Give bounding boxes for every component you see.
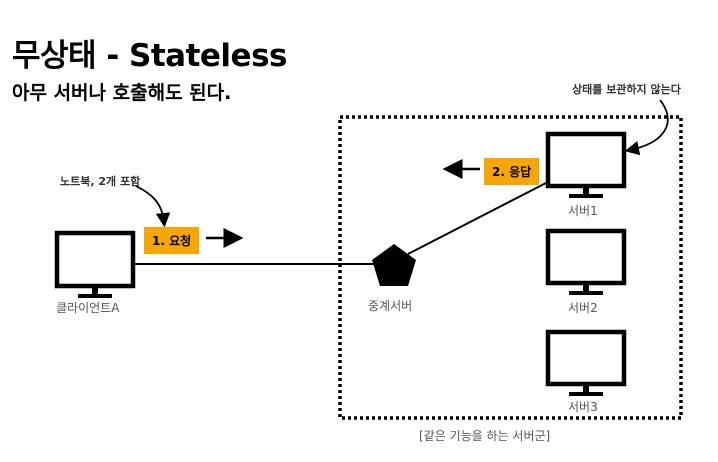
server3-label: 서버3	[568, 400, 598, 414]
server-note: 상태를 보관하지 않는다	[572, 83, 681, 96]
server1-monitor-icon	[545, 131, 627, 198]
response-badge: 2. 응답	[484, 158, 540, 185]
server3-monitor-icon	[545, 329, 627, 396]
client-note: 노트북, 2개 포함	[60, 175, 141, 188]
server-group-label: [같은 기능을 하는 서버군]	[419, 429, 551, 443]
client-note-arrow	[135, 185, 171, 228]
server-group-border	[338, 115, 683, 420]
page-subtitle: 아무 서버나 호출해도 된다.	[12, 82, 232, 104]
server-note-arrow	[624, 99, 669, 156]
server2-monitor-icon	[545, 228, 627, 295]
client-monitor-icon	[54, 230, 136, 298]
client-label: 클라이언트A	[56, 301, 120, 315]
server2-label: 서버2	[568, 301, 598, 315]
relay-label: 중계서버	[368, 299, 413, 313]
server1-label: 서버1	[568, 204, 598, 218]
relay-server1-line	[407, 182, 547, 255]
relay-server-icon	[372, 244, 416, 286]
request-badge: 1. 요청	[144, 227, 200, 254]
page-title: 무상태 - Stateless	[12, 38, 287, 74]
